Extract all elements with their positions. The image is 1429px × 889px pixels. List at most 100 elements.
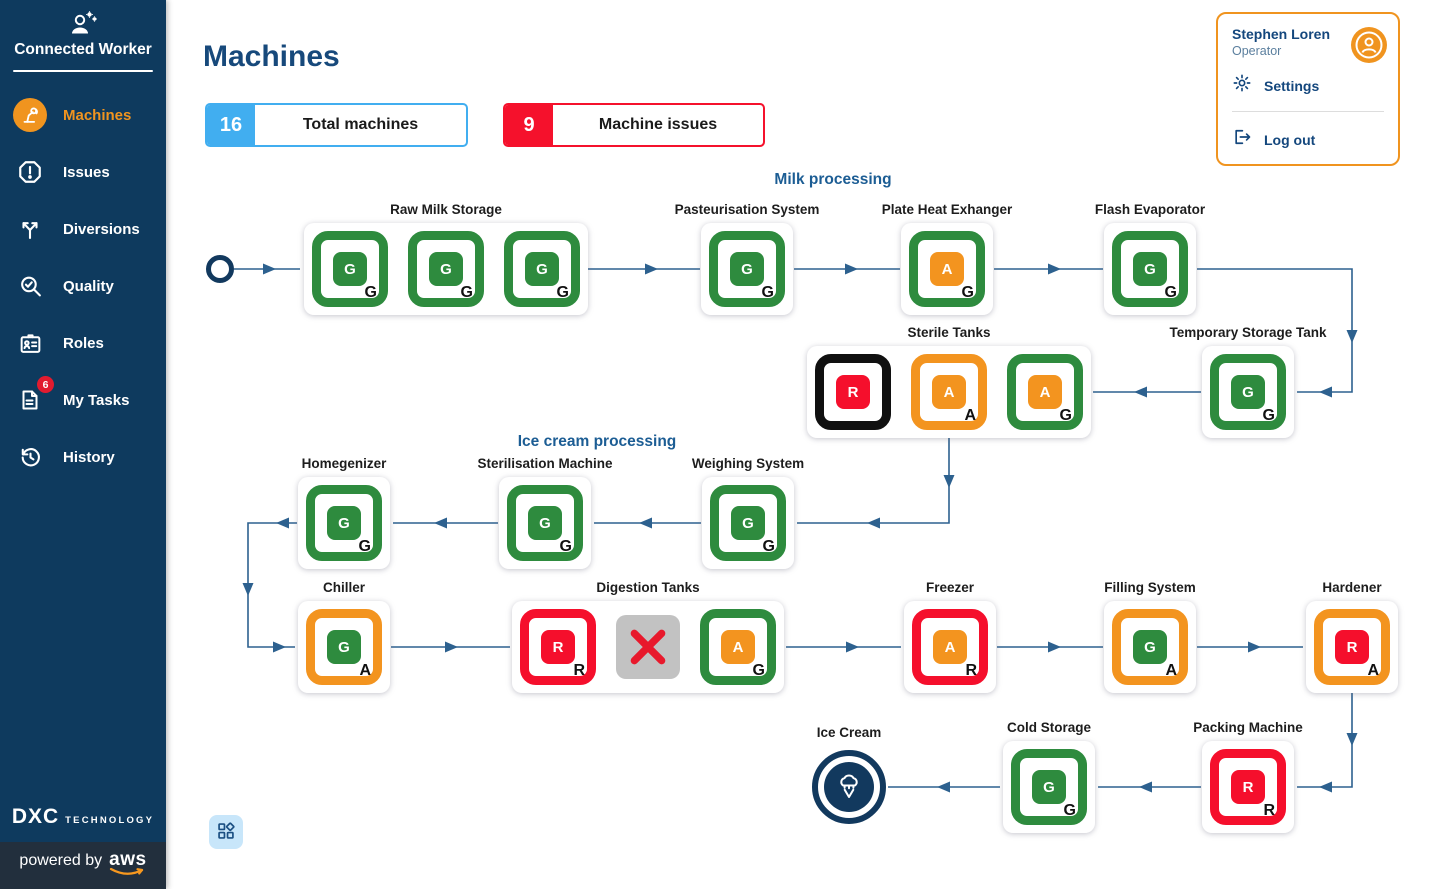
tasks-icon: 6 — [13, 376, 54, 417]
machine-status-letter: G — [1231, 375, 1265, 409]
machine-sub-letter: G — [1164, 284, 1177, 301]
machine-sub-letter: G — [556, 284, 569, 301]
sidebar-item-issues[interactable]: Issues — [13, 155, 166, 189]
machine-sub-letter: A — [359, 662, 371, 679]
end-node-label: Ice Cream — [816, 725, 882, 740]
avatar — [1350, 26, 1388, 64]
total-machines-count: 16 — [207, 105, 255, 145]
flow-arrowhead — [639, 517, 652, 529]
machine-group-label: Hardener — [1322, 580, 1382, 595]
id-badge-icon — [13, 326, 47, 360]
aws-smile-icon — [110, 867, 144, 875]
machine-sub-letter: A — [1165, 662, 1177, 679]
flow-arrowhead — [943, 475, 955, 488]
flow-arrowhead — [1048, 263, 1061, 275]
machine-issues-count: 9 — [505, 105, 553, 145]
sidebar-item-quality[interactable]: Quality — [13, 269, 166, 303]
machine-sub-letter: G — [961, 284, 974, 301]
machine-group-label: Homegenizer — [301, 456, 387, 471]
aws-bar: powered by aws — [0, 842, 166, 889]
menu-separator — [1232, 111, 1384, 112]
machine-sub-letter: G — [752, 662, 765, 679]
machine-sub-letter: G — [1063, 802, 1076, 819]
total-machines-stat: 16 Total machines — [205, 103, 468, 147]
flow-arrowhead — [1248, 641, 1261, 653]
app-title: Connected Worker — [14, 41, 152, 58]
ice-cream-icon — [824, 762, 874, 812]
user-card: Stephen Loren Operator Settings Log out — [1216, 12, 1400, 166]
machine-sub-letter: G — [762, 538, 775, 555]
machine-group-label: Plate Heat Exhanger — [881, 202, 1013, 217]
machine-group-label: Weighing System — [691, 456, 805, 471]
section-label: Ice cream processing — [517, 433, 677, 450]
machine-status-letter: G — [333, 252, 367, 286]
machine-status-letter: G — [429, 252, 463, 286]
sidebar-item-label: My Tasks — [63, 391, 130, 409]
machine-group-label: Chiller — [322, 580, 366, 595]
app-logo: Connected Worker — [0, 0, 166, 59]
machine-group-label: Freezer — [925, 580, 975, 595]
machine-issues-stat: 9 Machine issues — [503, 103, 765, 147]
diagram-layout-button[interactable] — [209, 815, 243, 849]
aws-logo: aws — [109, 850, 146, 875]
machine-status-letter: G — [528, 506, 562, 540]
machine-group-label: Temporary Storage Tank — [1169, 325, 1327, 340]
worker-icon — [6, 10, 160, 38]
machine-sub-letter: G — [559, 538, 572, 555]
machine-status-letter: G — [525, 252, 559, 286]
machine-status-letter: G — [327, 506, 361, 540]
sidebar-item-machines[interactable]: Machines — [13, 98, 166, 132]
offline-x-icon — [630, 629, 666, 665]
machine-group-label: Cold Storage — [1006, 720, 1092, 735]
machine-group-label: Flash Evaporator — [1094, 202, 1206, 217]
machine-group-label: Sterilisation Machine — [477, 456, 613, 471]
flow-arrowhead — [1346, 733, 1358, 746]
settings-menu-item[interactable]: Settings — [1232, 73, 1384, 98]
machine-sub-letter: G — [761, 284, 774, 301]
machine-node[interactable]: R — [815, 354, 891, 430]
flow-arrowhead — [937, 781, 950, 793]
machine-sub-letter: R — [573, 662, 585, 679]
machine-status-letter: G — [327, 630, 361, 664]
machine-node-offline — [616, 615, 680, 679]
sidebar-item-my-tasks[interactable]: 6 My Tasks — [13, 376, 166, 417]
sidebar-item-roles[interactable]: Roles — [13, 326, 166, 360]
flow-arrowhead — [276, 517, 289, 529]
logout-menu-item[interactable]: Log out — [1232, 127, 1384, 152]
sidebar-item-diversions[interactable]: Diversions — [13, 212, 166, 246]
gear-icon — [1232, 73, 1252, 98]
flow-arrowhead — [1346, 330, 1358, 343]
user-role: Operator — [1232, 44, 1282, 58]
sidebar-item-history[interactable]: History — [13, 440, 166, 474]
